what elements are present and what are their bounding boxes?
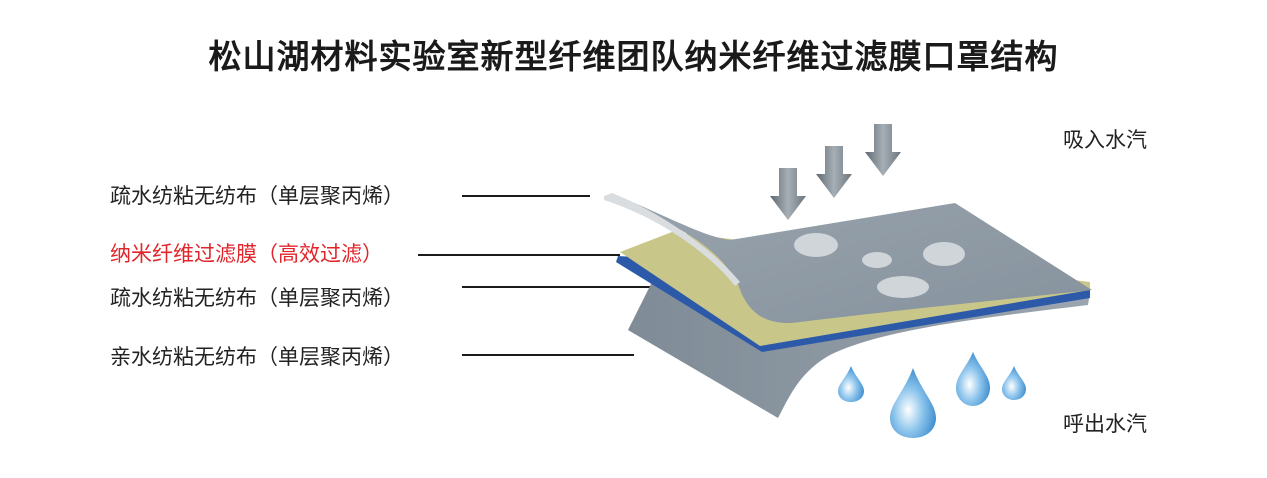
exhale-label: 呼出水汽 xyxy=(1063,412,1147,436)
inhale-arrow-3 xyxy=(865,124,901,176)
leader-line-hydrophilic xyxy=(462,354,634,356)
leader-line-inner-hydrophobic xyxy=(462,286,652,288)
leader-line-outer-hydrophobic xyxy=(462,195,590,197)
water-drop-1 xyxy=(838,366,864,402)
outer-hydrophobic-layer-shape xyxy=(606,194,1092,324)
pore-1 xyxy=(794,233,838,257)
inhale-arrow-2 xyxy=(816,146,852,198)
pore-3 xyxy=(923,242,965,266)
water-drop-2 xyxy=(890,368,936,438)
layer-label-inner-hydrophobic: 疏水纺粘无纺布（单层聚丙烯） xyxy=(110,286,404,310)
inhale-arrow-1 xyxy=(770,168,806,220)
pore-4 xyxy=(877,276,929,298)
layer-label-nanofiber-filter: 纳米纤维过滤膜（高效过滤） xyxy=(110,242,383,266)
pore-2 xyxy=(862,252,892,268)
leader-line-nanofiber-filter xyxy=(418,254,620,256)
diagram-title: 松山湖材料实验室新型纤维团队纳米纤维过滤膜口罩结构 xyxy=(208,37,1059,76)
layer-label-hydrophilic: 亲水纺粘无纺布（单层聚丙烯） xyxy=(110,345,404,369)
inhale-label: 吸入水汽 xyxy=(1063,128,1147,152)
water-drop-3 xyxy=(956,352,990,406)
water-drop-4 xyxy=(1002,366,1026,400)
layer-label-outer-hydrophobic: 疏水纺粘无纺布（单层聚丙烯） xyxy=(110,184,404,208)
peeled-layer-edge xyxy=(604,193,740,286)
